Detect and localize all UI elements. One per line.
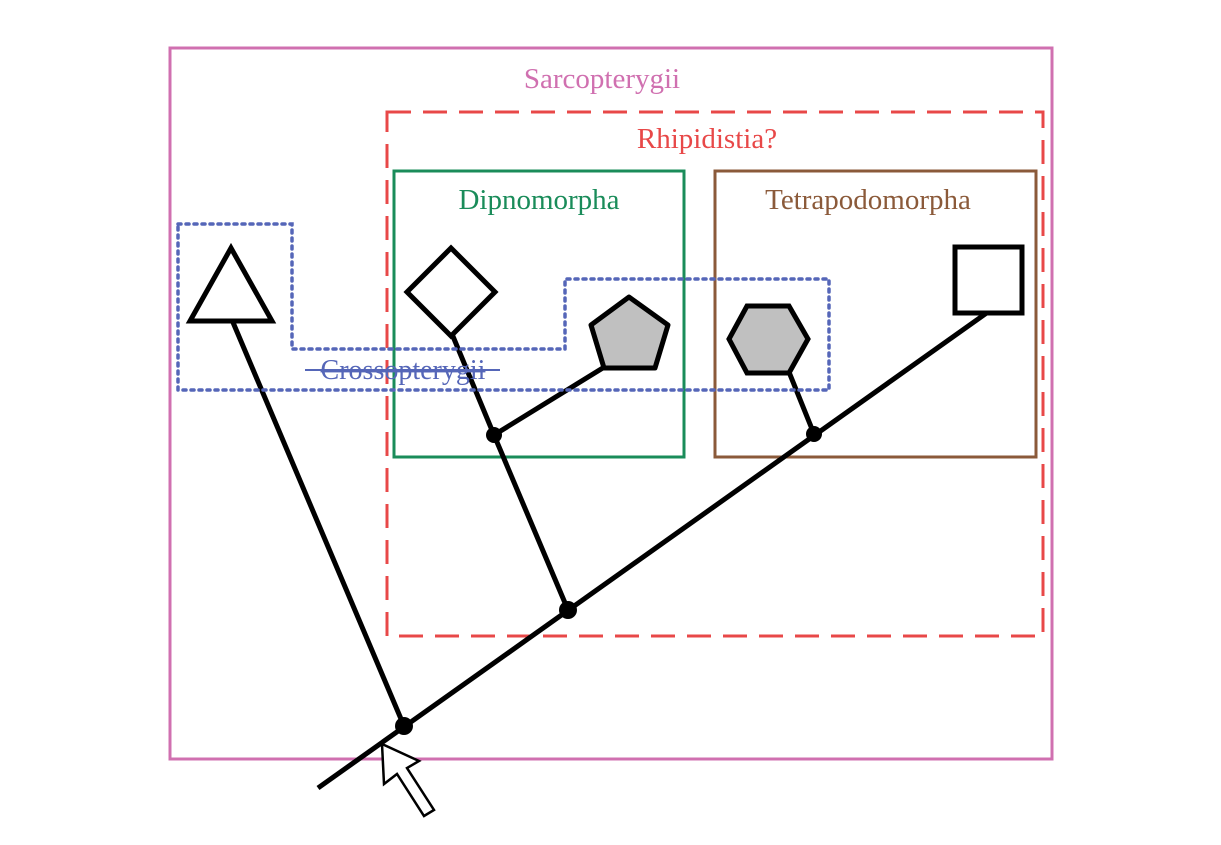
node-root	[395, 717, 413, 735]
group-box-sarcopterygii	[168, 46, 1054, 761]
node-dipnomorpha	[486, 427, 502, 443]
taxon-triangle-icon	[185, 242, 277, 324]
group-box-dipnomorpha	[392, 169, 686, 459]
group-box-crossopterygii	[176, 222, 831, 392]
group-label-sarcopterygii: Sarcopterygii	[524, 63, 680, 95]
tree-nodes	[395, 426, 822, 735]
branch-dipno-clade	[491, 434, 571, 611]
taxon-pentagon-icon	[588, 294, 671, 371]
branch-diamond	[449, 333, 497, 436]
taxon-hexagon-icon	[726, 303, 811, 376]
branch-triangle	[229, 319, 407, 727]
node-rhipidistia	[559, 601, 577, 619]
taxon-diamond-icon	[403, 244, 499, 340]
group-box-rhipidistia	[385, 110, 1045, 638]
branch-pentagon	[492, 363, 608, 438]
branch-root	[316, 309, 990, 791]
arrow-cursor-icon	[380, 742, 436, 818]
taxon-square-icon	[952, 244, 1025, 316]
node-tetrapodomorpha	[806, 426, 822, 442]
group-label-dipnomorpha: Dipnomorpha	[458, 184, 619, 216]
tree-branches	[229, 309, 990, 791]
branch-hexagon	[786, 371, 817, 435]
group-box-tetrapodomorpha	[713, 169, 1038, 459]
group-label-tetrapodomorpha: Tetrapodomorpha	[765, 184, 971, 216]
group-label-rhipidistia: Rhipidistia?	[637, 123, 777, 155]
